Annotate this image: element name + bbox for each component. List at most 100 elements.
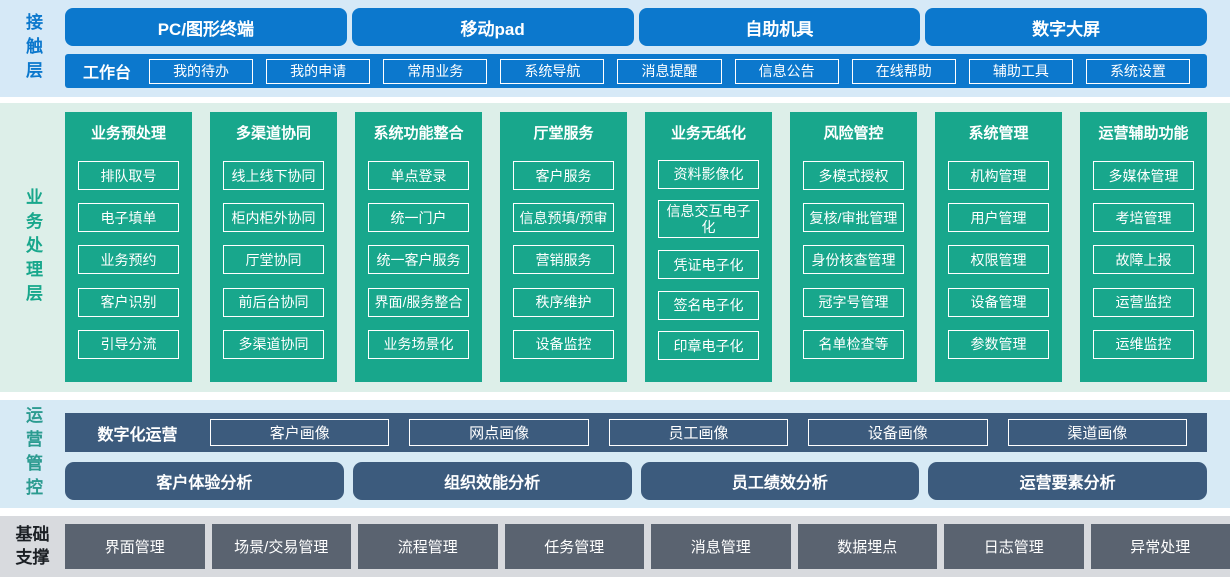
business-item-button[interactable]: 多渠道协同 bbox=[223, 329, 324, 359]
digital-ops-item-button[interactable]: 渠道画像 bbox=[1007, 419, 1188, 446]
business-column-items: 线上线下协同 柜内柜外协同 厅堂协同 前后台协同 多渠道协同 bbox=[223, 148, 324, 372]
business-item-button[interactable]: 考培管理 bbox=[1093, 203, 1194, 233]
workbench-item-button[interactable]: 系统设置 bbox=[1085, 58, 1190, 84]
business-item-button[interactable]: 多媒体管理 bbox=[1093, 161, 1194, 191]
business-item-button[interactable]: 营销服务 bbox=[513, 245, 614, 275]
business-column: 风险管控 多模式授权 复核/审批管理 身份核查管理 冠字号管理 名单检查等 bbox=[790, 112, 917, 382]
business-item-button[interactable]: 业务预约 bbox=[78, 245, 179, 275]
business-column-items: 多模式授权 复核/审批管理 身份核查管理 冠字号管理 名单检查等 bbox=[803, 148, 904, 372]
business-item-button[interactable]: 线上线下协同 bbox=[223, 161, 324, 191]
foundation-layer-label-cell: 基础支撑 bbox=[0, 516, 65, 577]
business-item-button[interactable]: 柜内柜外协同 bbox=[223, 203, 324, 233]
foundation-item-button[interactable]: 异常处理 bbox=[1090, 524, 1230, 569]
business-item-button[interactable]: 厅堂协同 bbox=[223, 245, 324, 275]
business-item-button[interactable]: 统一客户服务 bbox=[368, 245, 469, 275]
business-item-button[interactable]: 业务场景化 bbox=[368, 329, 469, 359]
business-item-button[interactable]: 签名电子化 bbox=[658, 290, 759, 320]
foundation-item-button[interactable]: 场景/交易管理 bbox=[211, 524, 351, 569]
channel-button[interactable]: 数字大屏 bbox=[925, 8, 1207, 46]
business-layer-label: 业务处理层 bbox=[23, 187, 42, 308]
digital-ops-item-button[interactable]: 网点画像 bbox=[409, 419, 589, 446]
business-item-button[interactable]: 单点登录 bbox=[368, 161, 469, 191]
business-item-button[interactable]: 信息交互电子化 bbox=[658, 200, 759, 239]
business-columns: 业务预处理 排队取号 电子填单 业务预约 客户识别 引导分流 bbox=[65, 112, 1207, 382]
business-item-button[interactable]: 名单检查等 bbox=[803, 329, 904, 359]
foundation-item-button[interactable]: 界面管理 bbox=[65, 524, 205, 569]
business-column: 系统功能整合 单点登录 统一门户 统一客户服务 界面/服务整合 业务场景化 bbox=[355, 112, 482, 382]
foundation-item-button[interactable]: 消息管理 bbox=[651, 524, 791, 569]
analysis-button[interactable]: 员工绩效分析 bbox=[640, 462, 920, 500]
foundation-layer-label: 基础支撑 bbox=[15, 524, 50, 567]
business-item-button[interactable]: 排队取号 bbox=[78, 161, 179, 191]
business-item-button[interactable]: 秩序维护 bbox=[513, 287, 614, 317]
business-item-button[interactable]: 冠字号管理 bbox=[803, 287, 904, 317]
business-item-button[interactable]: 资料影像化 bbox=[658, 159, 759, 189]
business-column-items: 客户服务 信息预填/预审 营销服务 秩序维护 设备监控 bbox=[513, 148, 614, 372]
channel-button[interactable]: 移动pad bbox=[351, 8, 634, 46]
business-column-title: 厅堂服务 bbox=[533, 125, 594, 142]
digital-ops-item-button[interactable]: 客户画像 bbox=[210, 419, 390, 446]
workbench-item-button[interactable]: 在线帮助 bbox=[851, 58, 956, 84]
business-item-button[interactable]: 凭证电子化 bbox=[658, 250, 759, 280]
analysis-button[interactable]: 客户体验分析 bbox=[65, 462, 344, 500]
business-item-button[interactable]: 运维监控 bbox=[1093, 329, 1194, 359]
foundation-item-button[interactable]: 流程管理 bbox=[358, 524, 498, 569]
business-column: 多渠道协同 线上线下协同 柜内柜外协同 厅堂协同 前后台协同 多渠道协同 bbox=[210, 112, 337, 382]
business-item-button[interactable]: 前后台协同 bbox=[223, 287, 324, 317]
digital-ops-item-button[interactable]: 员工画像 bbox=[608, 419, 789, 446]
business-item-button[interactable]: 客户识别 bbox=[78, 287, 179, 317]
business-item-button[interactable]: 统一门户 bbox=[368, 203, 469, 233]
channel-button[interactable]: PC/图形终端 bbox=[65, 8, 347, 46]
digital-ops-item-button[interactable]: 设备画像 bbox=[808, 419, 988, 446]
business-item-button[interactable]: 信息预填/预审 bbox=[513, 203, 614, 233]
business-item-button[interactable]: 多模式授权 bbox=[803, 161, 904, 191]
business-column-title: 业务无纸化 bbox=[670, 125, 746, 142]
business-column-title: 系统管理 bbox=[968, 125, 1029, 142]
business-layer-band: 业务处理层 业务预处理 排队取号 电子填单 业务预约 客户 bbox=[0, 103, 1230, 392]
business-item-button[interactable]: 界面/服务整合 bbox=[368, 287, 469, 317]
workbench-item-button[interactable]: 信息公告 bbox=[734, 58, 839, 84]
business-item-button[interactable]: 运营监控 bbox=[1093, 287, 1194, 317]
workbench-item-button[interactable]: 辅助工具 bbox=[968, 58, 1073, 84]
business-item-button[interactable]: 权限管理 bbox=[948, 245, 1049, 275]
ops-layer-label-cell: 运营管控 bbox=[0, 400, 65, 508]
workbench-item-button[interactable]: 消息提醒 bbox=[617, 58, 722, 84]
business-item-button[interactable]: 用户管理 bbox=[948, 203, 1049, 233]
ops-layer-band: 运营管控 数字化运营 客户画像 网点画像 员工画像 设备画像 渠道画像 bbox=[0, 400, 1230, 508]
business-column-title: 业务预处理 bbox=[90, 125, 166, 142]
business-item-button[interactable]: 机构管理 bbox=[948, 161, 1049, 191]
business-item-button[interactable]: 参数管理 bbox=[948, 329, 1049, 359]
analysis-button[interactable]: 组织效能分析 bbox=[352, 462, 632, 500]
business-item-button[interactable]: 故障上报 bbox=[1093, 245, 1194, 275]
ops-layer-content: 数字化运营 客户画像 网点画像 员工画像 设备画像 渠道画像 bbox=[65, 400, 1207, 508]
analysis-row: 客户体验分析 组织效能分析 员工绩效分析 运营要素分析 bbox=[65, 462, 1207, 500]
workbench-item-button[interactable]: 我的申请 bbox=[266, 58, 371, 84]
contact-layer-band: 接触层 PC/图形终端 移动pad 自助机具 数字大屏 工作台 我的待 bbox=[0, 0, 1230, 97]
business-item-button[interactable]: 引导分流 bbox=[78, 329, 179, 359]
foundation-layer-band: 基础支撑 界面管理 场景/交易管理 流程管理 任务管理 消息管理 数据埋点 日志… bbox=[0, 516, 1230, 577]
channel-button[interactable]: 自助机具 bbox=[638, 8, 921, 46]
business-column-title: 系统功能整合 bbox=[373, 125, 464, 142]
business-item-button[interactable]: 印章电子化 bbox=[658, 331, 759, 361]
business-column-items: 多媒体管理 考培管理 故障上报 运营监控 运维监控 bbox=[1093, 148, 1194, 372]
workbench-items: 我的待办 我的申请 常用业务 系统导航 消息提醒 信息公告 在线帮助 辅助工具 bbox=[149, 58, 1190, 84]
business-item-button[interactable]: 复核/审批管理 bbox=[803, 203, 904, 233]
digital-ops-items: 客户画像 网点画像 员工画像 设备画像 渠道画像 bbox=[210, 419, 1188, 446]
business-item-button[interactable]: 电子填单 bbox=[78, 203, 179, 233]
business-item-button[interactable]: 设备监控 bbox=[513, 329, 614, 359]
contact-layer-content: PC/图形终端 移动pad 自助机具 数字大屏 工作台 我的待办 我的申请 bbox=[65, 0, 1207, 97]
business-item-button[interactable]: 身份核查管理 bbox=[803, 245, 904, 275]
digital-ops-bar: 数字化运营 客户画像 网点画像 员工画像 设备画像 渠道画像 bbox=[65, 413, 1207, 452]
business-column-items: 单点登录 统一门户 统一客户服务 界面/服务整合 业务场景化 bbox=[368, 148, 469, 372]
business-item-button[interactable]: 客户服务 bbox=[513, 161, 614, 191]
foundation-item-button[interactable]: 数据埋点 bbox=[797, 524, 937, 569]
foundation-item-button[interactable]: 任务管理 bbox=[504, 524, 644, 569]
workbench-item-button[interactable]: 常用业务 bbox=[383, 58, 488, 84]
workbench-item-button[interactable]: 系统导航 bbox=[500, 58, 605, 84]
workbench-item-button[interactable]: 我的待办 bbox=[149, 58, 254, 84]
foundation-item-button[interactable]: 日志管理 bbox=[944, 524, 1084, 569]
business-item-button[interactable]: 设备管理 bbox=[948, 287, 1049, 317]
business-column: 厅堂服务 客户服务 信息预填/预审 营销服务 秩序维护 设备监控 bbox=[500, 112, 627, 382]
analysis-button[interactable]: 运营要素分析 bbox=[928, 462, 1207, 500]
